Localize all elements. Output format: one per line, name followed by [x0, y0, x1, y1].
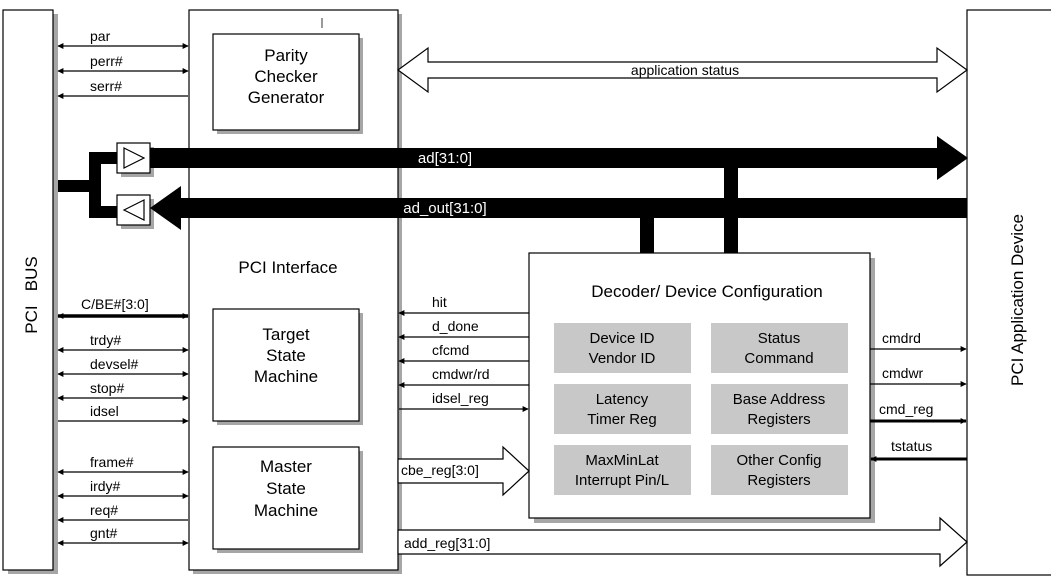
target-line2: State [266, 346, 306, 365]
add-reg-label: add_reg[31:0] [404, 535, 490, 551]
perr-label: perr# [90, 53, 123, 69]
pci-bus-label: PCI BUS [22, 256, 41, 333]
application-device-bar [966, 9, 1051, 576]
config-cell-text: Timer Reg [587, 411, 656, 428]
config-cell-text: Registers [747, 411, 810, 428]
master-line3: Machine [254, 501, 318, 520]
cmdwr-rd-label: cmdwr/rd [432, 366, 490, 382]
config-cell-text: Device ID [589, 330, 654, 347]
input-buffer-triangle-icon [123, 147, 146, 169]
ad-in-stub [101, 152, 117, 164]
cmdwr-label: cmdwr [882, 365, 924, 381]
bus-split [89, 152, 101, 218]
master-line2: State [266, 479, 306, 498]
cbe-reg-bus [397, 445, 530, 497]
cfcmd-label: cfcmd [432, 342, 469, 358]
idsel-label: idsel [90, 403, 119, 419]
output-buffer-triangle-icon [122, 199, 145, 221]
cmdrd-label: cmdrd [882, 330, 921, 346]
cmd-reg-label: cmd_reg [879, 401, 933, 417]
config-cell-text: Command [744, 350, 813, 367]
trdy-label: trdy# [90, 332, 121, 348]
application-status-label: application status [631, 62, 739, 78]
tstatus-label: tstatus [891, 438, 932, 454]
ad-out-bus-arrow [150, 186, 967, 230]
config-cell-text: Latency [596, 391, 649, 408]
config-cell-text: Status [758, 330, 801, 347]
req-label: req# [90, 502, 118, 518]
cbe-reg-label: cbe_reg[3:0] [401, 462, 479, 478]
par-label: par [90, 28, 111, 44]
application-status-bus [396, 46, 969, 94]
gnt-label: gnt# [90, 525, 117, 541]
target-line1: Target [262, 325, 310, 344]
irdy-label: irdy# [90, 478, 121, 494]
target-state-machine-block [212, 308, 360, 422]
target-line3: Machine [254, 367, 318, 386]
idsel-reg-label: idsel_reg [432, 390, 489, 406]
config-cell-latency [554, 384, 691, 434]
config-cell-text: Other Config [736, 452, 821, 469]
config-cell-status [711, 323, 848, 373]
ad-bus-arrow [150, 136, 968, 180]
frame-label: frame# [90, 454, 134, 470]
parity-line3: Generator [248, 88, 325, 107]
decoder-title: Decoder/ Device Configuration [591, 282, 823, 301]
config-cell-other [711, 445, 848, 495]
config-cell-base-address [711, 384, 848, 434]
config-cell-text: Interrupt Pin/L [575, 472, 669, 489]
d-done-label: d_done [432, 318, 479, 334]
hit-label: hit [432, 294, 447, 310]
master-state-machine-block [212, 446, 360, 550]
pci-interface-label: PCI Interface [238, 258, 337, 277]
ad-out-tap-from-decoder [640, 218, 654, 256]
bus-stub [58, 180, 95, 192]
config-cell-maxminlat [554, 445, 691, 495]
application-device-label: PCI Application Device [1008, 214, 1027, 386]
parity-line2: Checker [254, 67, 318, 86]
config-cell-text: Base Address [733, 391, 826, 408]
parity-line1: Parity [264, 46, 308, 65]
serr-label: serr# [90, 78, 122, 94]
ad-bus-label: ad[31:0] [418, 150, 472, 167]
pci-bus-bar [2, 9, 54, 571]
ad-out-stub [101, 206, 117, 218]
cbe-label: C/BE#[3:0] [81, 296, 149, 312]
config-cell-text: Registers [747, 472, 810, 489]
parity-checker-generator-block [212, 33, 360, 131]
add-reg-bus [397, 516, 968, 568]
ad-out-bus-label: ad_out[31:0] [403, 200, 486, 217]
stop-label: stop# [90, 380, 124, 396]
devsel-label: devsel# [90, 356, 138, 372]
config-cell-text: Vendor ID [589, 350, 656, 367]
master-line1: Master [260, 457, 312, 476]
config-cell-device-id [554, 323, 691, 373]
ad-tap-to-decoder [724, 168, 738, 256]
config-cell-text: MaxMinLat [585, 452, 659, 469]
